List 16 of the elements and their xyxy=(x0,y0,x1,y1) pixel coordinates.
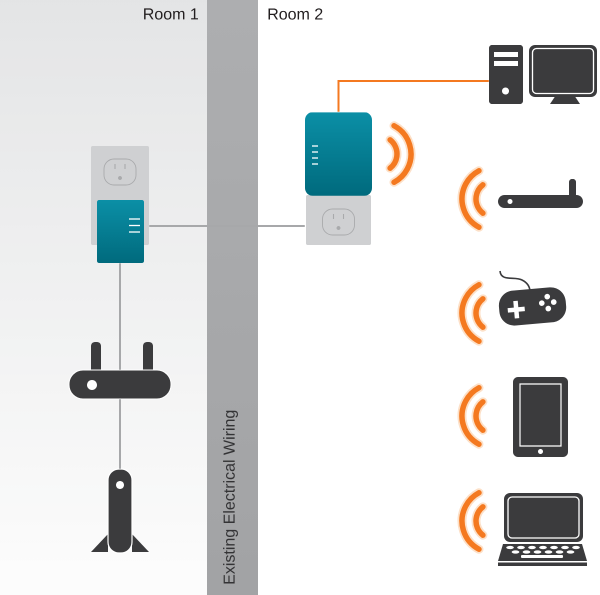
cable xyxy=(119,399,121,469)
modem xyxy=(91,468,149,554)
powerline-adapter xyxy=(305,112,372,245)
router xyxy=(498,179,583,208)
laptop xyxy=(498,493,587,566)
room-label: Room 1 xyxy=(144,8,198,20)
game-controller xyxy=(498,270,566,326)
cable xyxy=(149,225,305,227)
desktop-computer xyxy=(489,45,597,104)
room-label: Room 2 xyxy=(268,8,322,20)
router xyxy=(68,342,172,400)
cable xyxy=(338,80,489,112)
powerline-adapter xyxy=(91,146,149,263)
cable xyxy=(119,263,121,370)
tablet xyxy=(513,377,568,457)
wall-label: Existing Electrical Wiring xyxy=(223,410,238,584)
